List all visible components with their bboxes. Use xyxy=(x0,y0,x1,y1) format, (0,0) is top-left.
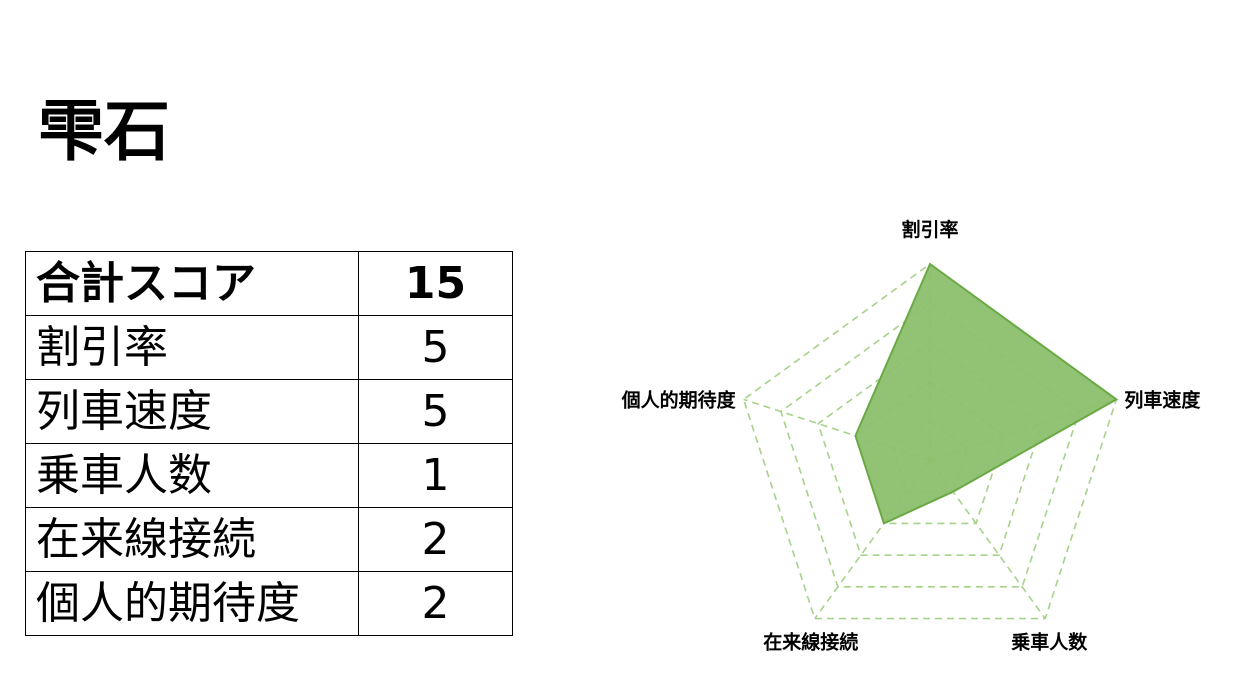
radar-axis-label: 乗車人数 xyxy=(1011,631,1088,654)
row-label: 在来線接続 xyxy=(25,507,359,572)
radar-spoke xyxy=(929,459,1046,620)
table-row: 乗車人数 1 xyxy=(25,443,513,508)
row-label: 列車速度 xyxy=(25,379,359,444)
row-label: 割引率 xyxy=(25,315,359,380)
row-label: 個人的期待度 xyxy=(25,571,359,636)
table-row: 列車速度 5 xyxy=(25,379,513,444)
row-value: 1 xyxy=(358,443,513,508)
row-value: 2 xyxy=(358,507,513,572)
row-value: 5 xyxy=(358,379,513,444)
radar-axis-label: 列車速度 xyxy=(1124,388,1201,411)
radar-grid-ring xyxy=(817,341,1043,556)
table-row: 在来線接続 2 xyxy=(25,507,513,572)
radar-axis-label: 在来線接続 xyxy=(763,631,858,654)
radar-series-area xyxy=(854,262,1119,525)
radar-axis-label: 個人的期待度 xyxy=(621,388,737,411)
page-title: 雫石 xyxy=(38,93,170,170)
row-label: 乗車人数 xyxy=(25,443,359,508)
radar-spoke xyxy=(814,459,931,620)
total-score-label: 合計スコア xyxy=(25,251,359,316)
table-row: 割引率 5 xyxy=(25,315,513,380)
radar-grid-ring xyxy=(779,302,1081,588)
score-table: 合計スコア 15 割引率 5 列車速度 5 乗車人数 1 在来線接続 2 個人的… xyxy=(25,251,513,636)
radar-axis-label: 割引率 xyxy=(901,218,958,241)
row-value: 5 xyxy=(358,315,513,380)
table-row: 個人的期待度 2 xyxy=(25,571,513,636)
row-value: 2 xyxy=(358,571,513,636)
table-row-total: 合計スコア 15 xyxy=(25,251,513,316)
total-score-value: 15 xyxy=(358,251,513,316)
radar-spoke xyxy=(743,398,931,461)
